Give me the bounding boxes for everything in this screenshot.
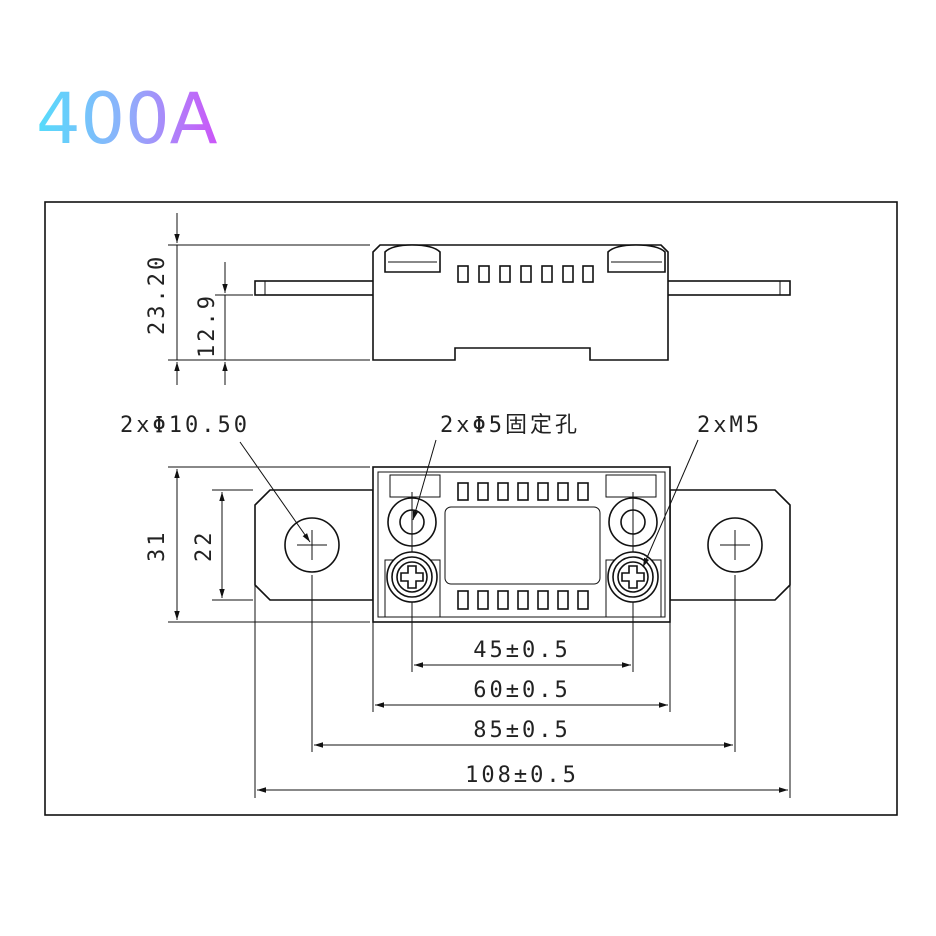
drawing-frame	[44, 201, 898, 816]
dim-height-plate: 12.9	[195, 293, 220, 358]
dim-108: 108±0.5	[465, 763, 579, 788]
page-title: 400A	[36, 78, 218, 160]
screw-head-icon	[400, 565, 424, 589]
callout-big-hole: 2xΦ10.50	[120, 413, 250, 438]
dim-60: 60±0.5	[473, 678, 570, 703]
callout-fix-hole: 2xΦ5固定孔	[440, 413, 580, 438]
dim-height-total: 23.20	[145, 254, 170, 335]
dim-85: 85±0.5	[473, 718, 570, 743]
side-view: 23.20 12.9	[145, 213, 791, 385]
front-view: 31 22 45±0.5 60±0.5 85±0.5 108±0.5 2xΦ10…	[120, 413, 791, 798]
screw-head-icon	[621, 565, 645, 589]
dim-31: 31	[145, 530, 170, 563]
dim-22: 22	[192, 530, 217, 563]
callout-thread: 2xM5	[697, 413, 762, 438]
dim-45: 45±0.5	[473, 638, 570, 663]
